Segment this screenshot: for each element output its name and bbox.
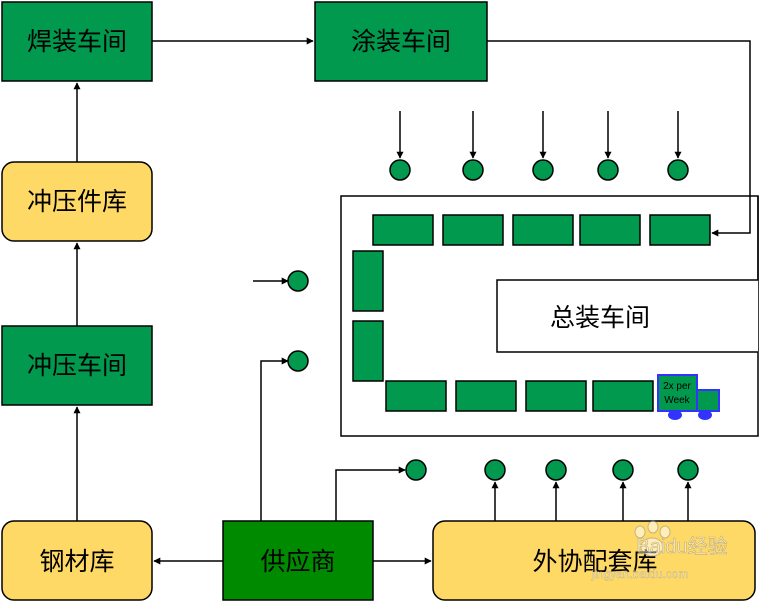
- assembly-station: [579, 214, 641, 246]
- stamping-shop-node: 冲压车间: [1, 325, 153, 406]
- assembly-station: [352, 320, 384, 382]
- supplier-label: 供应商: [260, 547, 335, 576]
- painting-shop-node: 涂装车间: [314, 1, 488, 82]
- kanban-circle: [545, 459, 567, 481]
- kanban-circle: [484, 459, 506, 481]
- kanban-circle: [532, 159, 554, 181]
- assembly-station: [592, 380, 654, 412]
- arrow-supplier-to-kanban-2: [335, 466, 406, 521]
- welding-shop-node: 焊装车间: [1, 1, 153, 82]
- kanban-circle: [612, 459, 634, 481]
- baidu-watermark: Baidu经验 jingyan.baidu.com: [590, 520, 728, 581]
- supplier-node: 供应商: [222, 520, 374, 601]
- kanban-circle: [597, 159, 619, 181]
- assembly-station: [442, 214, 504, 246]
- assembly-station: [525, 380, 587, 412]
- arrow-painting-to-assembly: [487, 40, 751, 237]
- truck-label-line1: 2x per: [663, 381, 691, 392]
- assembly-station: [455, 380, 517, 412]
- final-assembly-label: 总装车间: [550, 303, 650, 332]
- steel-store-label: 钢材库: [39, 547, 114, 576]
- assembly-station: [352, 250, 384, 312]
- kanban-circle: [677, 459, 699, 481]
- assembly-station: [372, 214, 434, 246]
- kanban-circle: [462, 159, 484, 181]
- kanban-circle: [287, 270, 309, 292]
- steel-store-node: 钢材库: [1, 520, 153, 601]
- truck-icon: 2x per Week: [657, 374, 720, 420]
- kanban-circle: [389, 159, 411, 181]
- watermark-url: jingyan.baidu.com: [591, 567, 689, 581]
- watermark-text: Baidu经验: [636, 535, 727, 558]
- assembly-station: [385, 380, 447, 412]
- arrow-supplier-to-kanban-1: [260, 357, 289, 521]
- truck-label-line2: Week: [664, 395, 690, 406]
- final-assembly-area: 总装车间 2x per Week: [340, 195, 759, 437]
- assembly-station: [649, 214, 711, 246]
- kanban-circle: [667, 159, 689, 181]
- painting-shop-label: 涂装车间: [351, 27, 451, 56]
- kanban-circle: [405, 459, 427, 481]
- stamping-parts-store-label: 冲压件库: [27, 187, 127, 216]
- stamping-shop-label: 冲压车间: [27, 351, 127, 380]
- welding-shop-label: 焊装车间: [27, 27, 127, 56]
- outsourced-parts-store-label: 外协配套库: [532, 547, 657, 576]
- paw-logo-icon: [634, 520, 671, 557]
- stamping-parts-store-node: 冲压件库: [1, 161, 153, 242]
- assembly-station: [512, 214, 574, 246]
- outsourced-parts-store-node: 外协配套库: [432, 520, 756, 601]
- kanban-circle: [287, 350, 309, 372]
